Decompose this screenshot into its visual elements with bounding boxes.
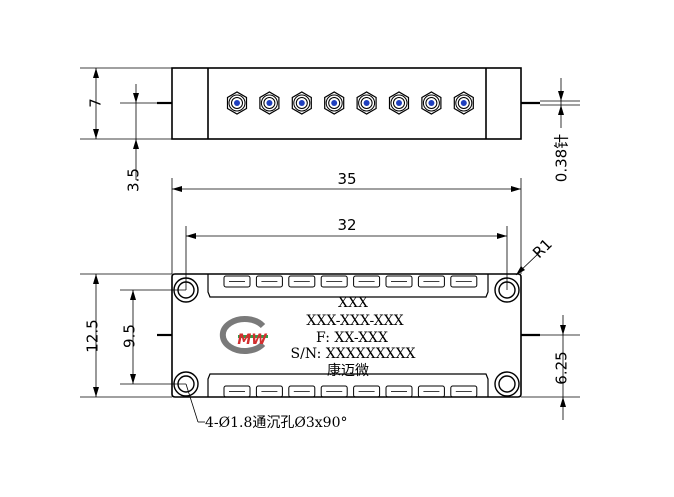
side-connector bbox=[291, 91, 312, 115]
label-part-number: XXX-XXX-XXX bbox=[306, 313, 403, 329]
mounting-hole-top-right bbox=[494, 277, 520, 303]
side-view-connectors bbox=[226, 91, 474, 115]
side-connector bbox=[226, 91, 248, 115]
label-brand-name: 康迈微 bbox=[327, 362, 369, 379]
top-connector-tab bbox=[223, 275, 251, 288]
logo-mw-text: MW bbox=[237, 332, 267, 348]
dim-height-12-5: 12.5 bbox=[80, 273, 172, 398]
side-connector bbox=[453, 91, 474, 115]
logo-bar bbox=[238, 335, 268, 338]
company-logo: MW bbox=[219, 316, 268, 354]
product-label: XXX XXX-XXX-XXX F: XX-XXX S/N: XXXXXXXXX… bbox=[291, 295, 416, 379]
label-serial: S/N: XXXXXXXXX bbox=[291, 346, 416, 362]
dim-offset-6-25: 6.25 bbox=[521, 315, 580, 420]
dim-radius-r1: R1 bbox=[515, 235, 556, 276]
dim-pin-0-38: 0.38针 bbox=[540, 78, 580, 182]
top-connector-tab bbox=[417, 275, 445, 288]
dim-height-7: 7 bbox=[80, 67, 172, 140]
top-connector-tab bbox=[288, 275, 316, 288]
dim-height-3-5: 3.5 bbox=[120, 84, 157, 192]
side-connector bbox=[259, 91, 280, 115]
mounting-hole-callout: 4-Ø1.8通沉孔Ø3x90° bbox=[185, 383, 347, 431]
top-connector-tab bbox=[353, 275, 381, 288]
mounting-hole-bottom-right bbox=[494, 371, 520, 397]
dim-width-32: 32 bbox=[185, 216, 508, 290]
dim-height-9-5: 9.5 bbox=[120, 289, 186, 385]
side-connector bbox=[356, 91, 377, 115]
label-frequency: F: XX-XXX bbox=[316, 330, 388, 346]
side-connector bbox=[388, 91, 410, 115]
side-connector bbox=[421, 91, 442, 115]
top-connector-tab bbox=[320, 275, 348, 288]
top-view-body bbox=[171, 273, 522, 398]
dim-label-7: 7 bbox=[87, 98, 105, 108]
dim-label-r1: R1 bbox=[529, 235, 556, 262]
top-view-lower-recess bbox=[207, 373, 489, 397]
dim-label-6-25: 6.25 bbox=[553, 351, 571, 384]
dim-width-35: 35 bbox=[171, 170, 522, 274]
side-connector bbox=[324, 91, 345, 115]
label-model: XXX bbox=[338, 295, 368, 311]
top-connector-tab bbox=[385, 275, 413, 288]
callout-mounting-holes: 4-Ø1.8通沉孔Ø3x90° bbox=[205, 415, 347, 431]
dim-label-9-5: 9.5 bbox=[121, 324, 139, 348]
logo-ring bbox=[219, 316, 266, 354]
top-connector-tab bbox=[255, 275, 283, 288]
dim-label-35: 35 bbox=[337, 170, 356, 188]
side-view bbox=[157, 67, 540, 140]
dim-label-3-5: 3.5 bbox=[125, 168, 143, 192]
top-connector-tab bbox=[450, 275, 478, 288]
dim-label-0-38: 0.38针 bbox=[553, 134, 571, 182]
side-view-body bbox=[171, 67, 522, 140]
dim-label-32: 32 bbox=[337, 216, 356, 234]
top-view-upper-recess bbox=[207, 274, 489, 298]
dim-label-12-5: 12.5 bbox=[84, 319, 102, 352]
